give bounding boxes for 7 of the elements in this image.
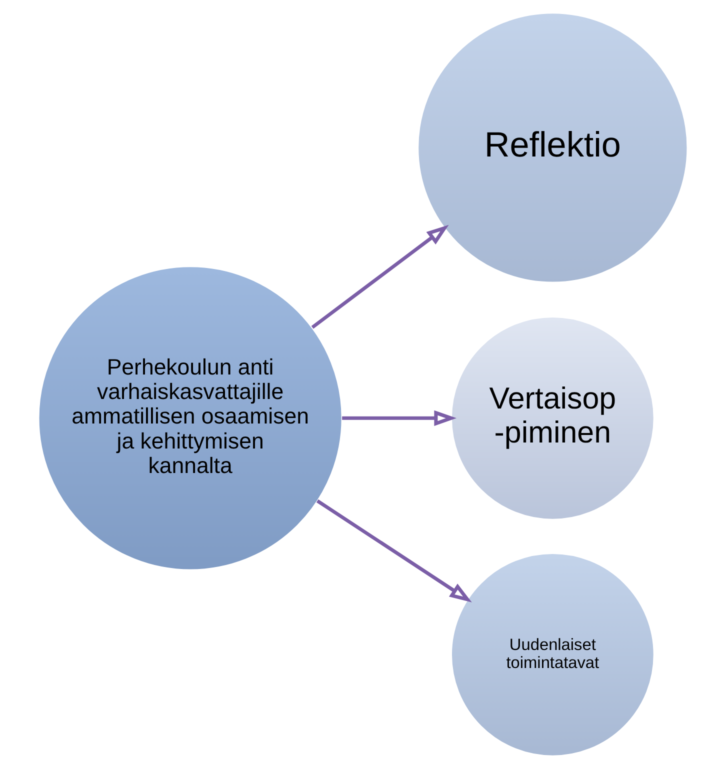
node-circle: Reflektio <box>416 12 688 283</box>
node-circle: Perhekoulun anti varhaiskasvattajille ammatillisen osaamisen ja kehittymisen kannalta <box>38 266 342 570</box>
arrow <box>342 410 456 426</box>
node-circle: Uudenlaiset toimintatavat <box>450 552 654 757</box>
arrow <box>310 224 448 329</box>
arrow <box>316 499 472 602</box>
node-circle: Vertaisop -piminen <box>450 316 654 520</box>
